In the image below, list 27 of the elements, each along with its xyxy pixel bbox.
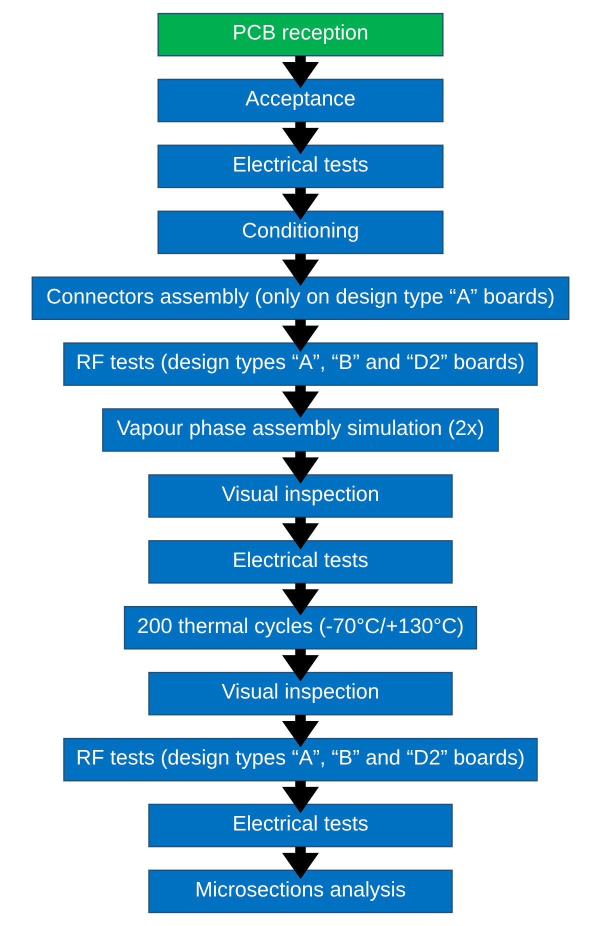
- arrow: [282, 122, 319, 154]
- node-box: Electrical tests: [148, 804, 453, 848]
- arrow: [282, 451, 319, 484]
- node-box: PCB reception: [158, 12, 444, 56]
- arrow: [282, 780, 319, 814]
- arrow: [282, 846, 319, 880]
- arrow: [282, 715, 319, 748]
- arrow: [282, 56, 319, 88]
- arrow: [282, 583, 319, 616]
- arrow: [282, 649, 319, 682]
- node-box: RF tests (design types “A”, “B” and “D2” boards): [63, 342, 538, 386]
- node-box: RF tests (design types “A”, “B” and “D2” boards): [63, 738, 538, 782]
- arrow: [282, 188, 319, 220]
- node-box: Vapour phase assembly simulation (2x): [102, 408, 499, 452]
- arrow: [282, 385, 319, 418]
- arrow: [282, 254, 319, 286]
- node-box: Conditioning: [158, 210, 444, 254]
- node-box: Connectors assembly (only on design type “A” boards): [32, 276, 570, 320]
- node-box: Electrical tests: [158, 144, 444, 188]
- arrow: [282, 320, 319, 352]
- node-box: Visual inspection: [148, 474, 453, 518]
- node-box: Microsections analysis: [148, 870, 453, 914]
- node-box: Acceptance: [158, 78, 444, 122]
- node-box: Electrical tests: [148, 540, 453, 584]
- node-box: Visual inspection: [148, 672, 453, 716]
- node-box: 200 thermal cycles (-70°C/+130°C): [124, 606, 478, 650]
- arrow: [282, 517, 319, 550]
